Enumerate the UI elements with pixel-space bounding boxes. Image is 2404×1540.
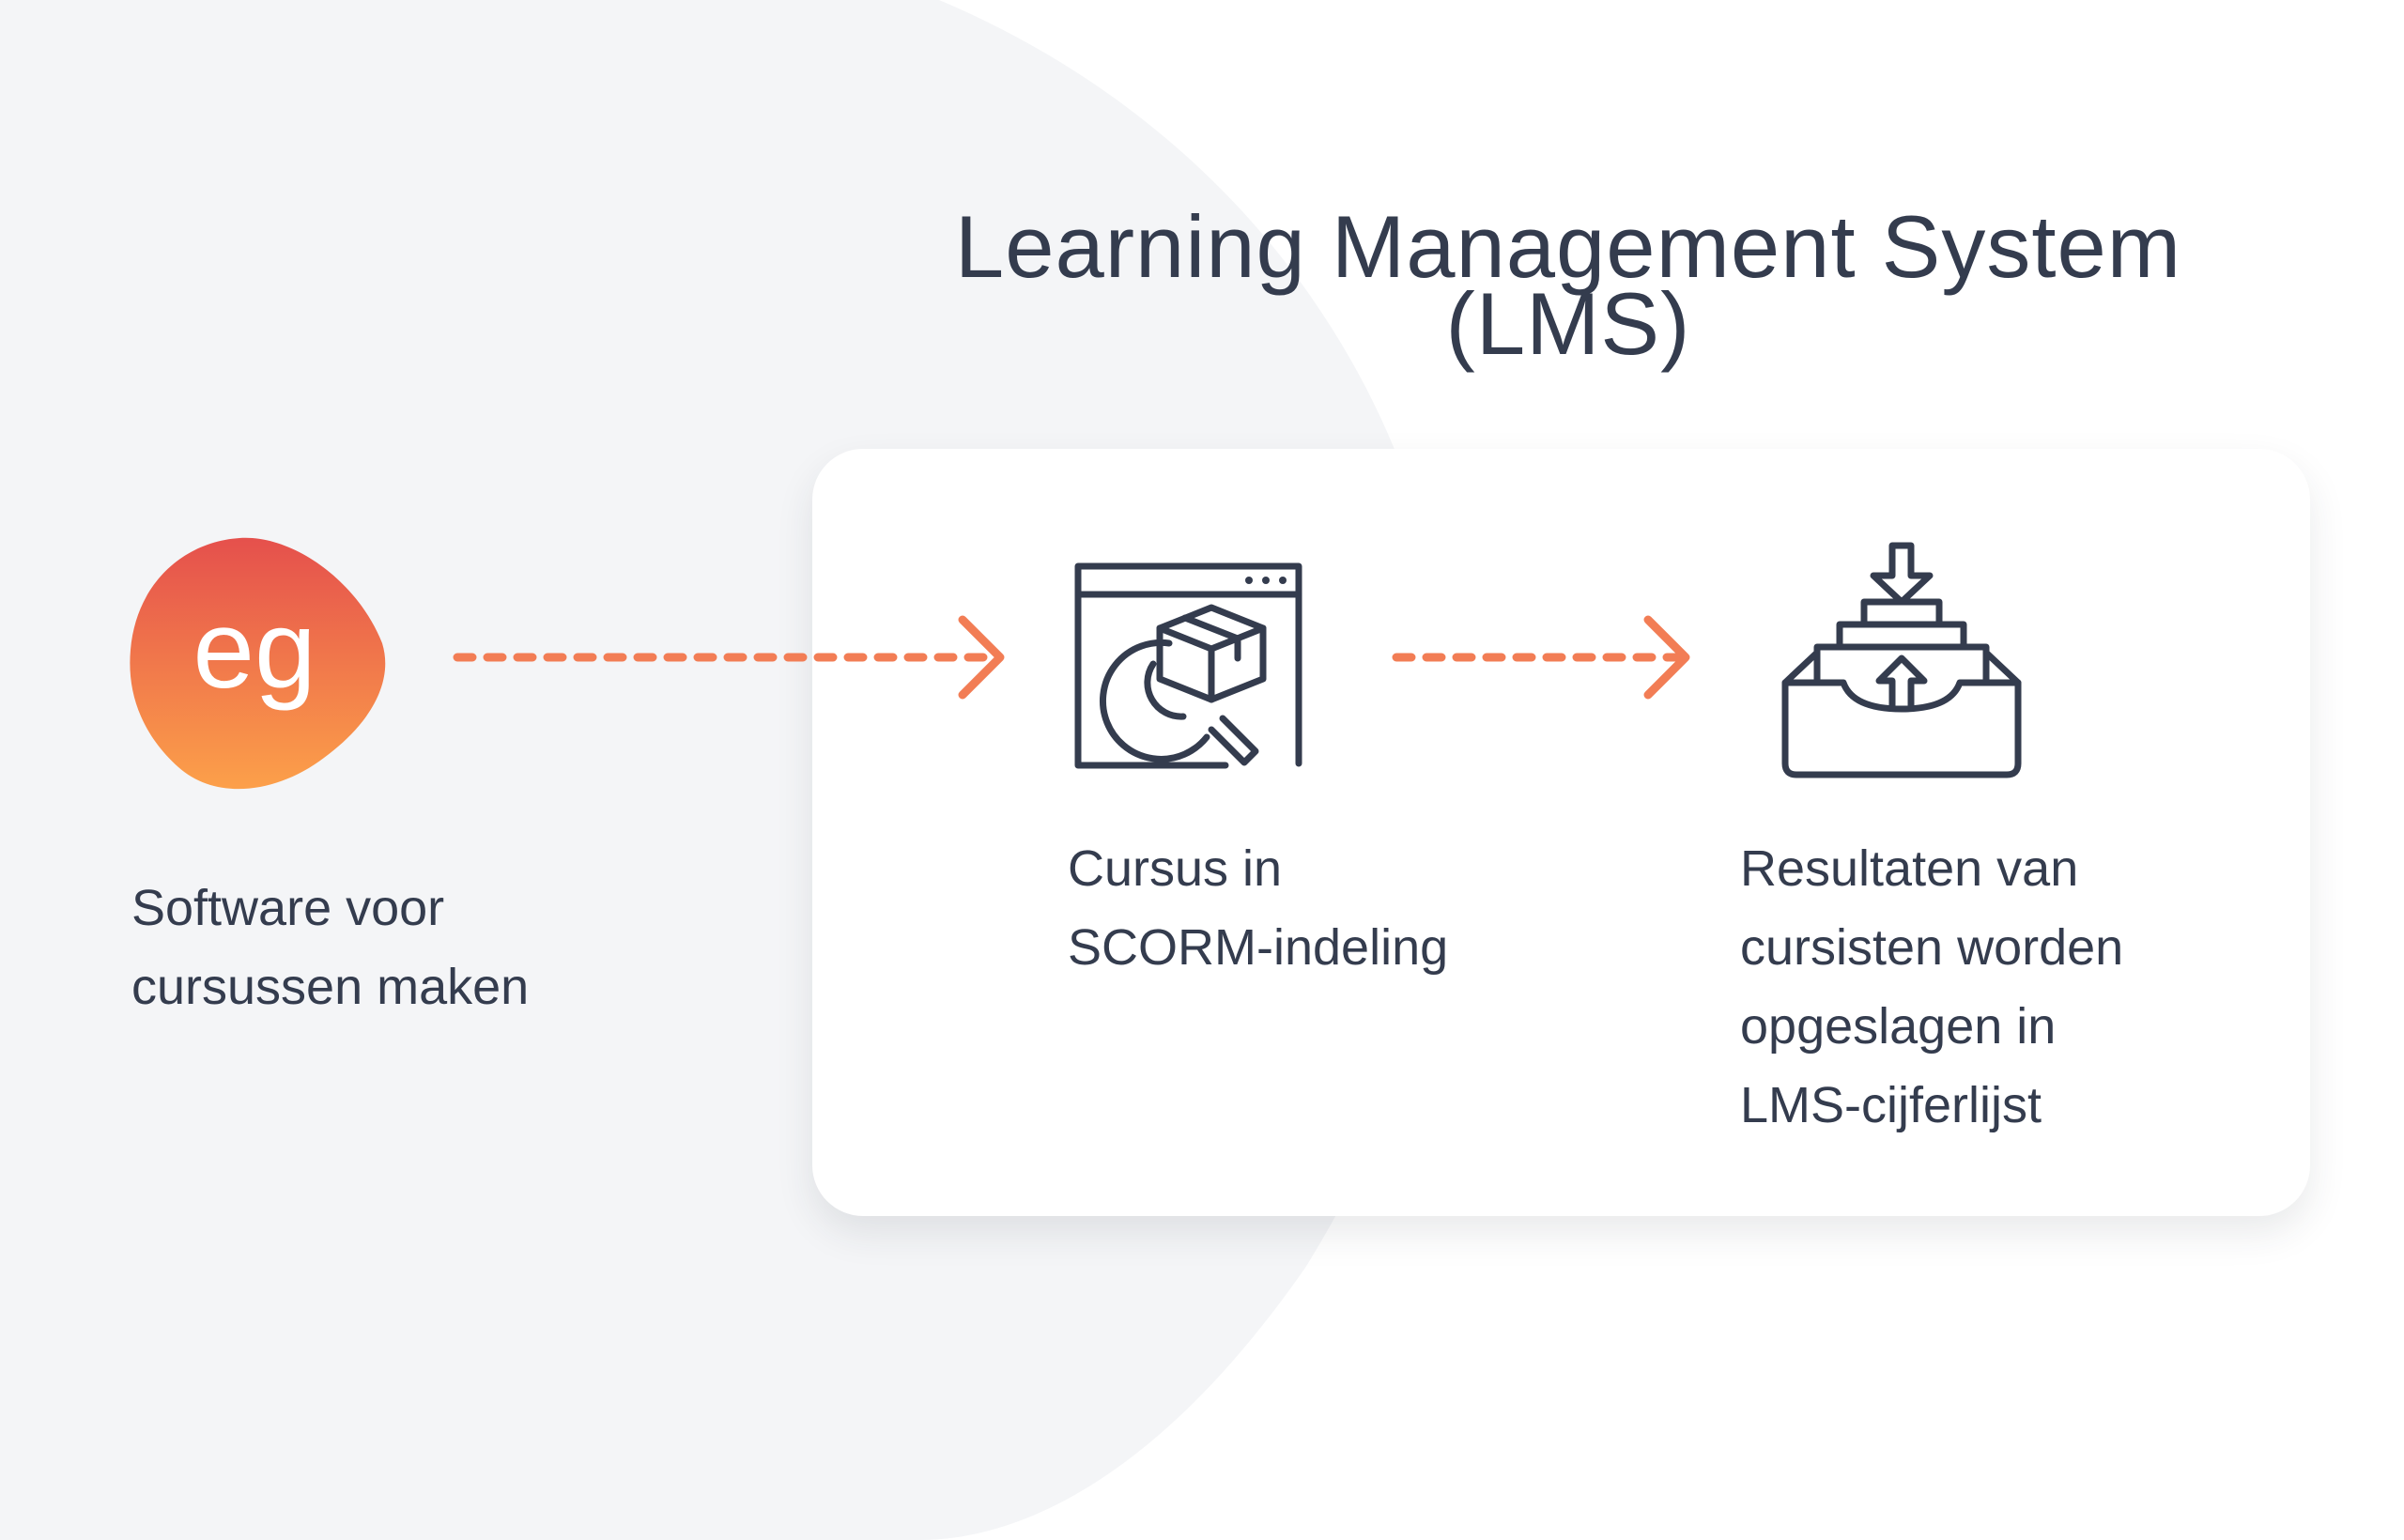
caption-line: cursisten worden (1740, 919, 2124, 976)
title-line-2: (LMS) (1445, 274, 1691, 373)
caption-line: Cursus in (1068, 840, 1283, 897)
dashed-arrow-right-icon (1392, 615, 1690, 700)
logo-text: eg (193, 588, 316, 712)
lms-card (812, 449, 2310, 1216)
step-caption-software: Software voor cursussen maken (131, 869, 529, 1026)
step-caption-scorm: Cursus in SCORM-indeling (1068, 829, 1448, 987)
caption-line: LMS-cijferlijst (1740, 1077, 2042, 1133)
course-package-search-icon (1074, 562, 1302, 769)
caption-line: cursussen maken (131, 959, 530, 1015)
page-title: Learning Management System (LMS) (930, 197, 2207, 373)
inbox-tray-icon (1781, 542, 2022, 778)
title-line-1: Learning Management System (954, 197, 2182, 296)
eg-logo: eg (130, 537, 386, 790)
caption-line: Resultaten van (1740, 840, 2079, 897)
caption-line: Software voor (131, 880, 445, 936)
dashed-arrow-right-icon (453, 615, 1005, 700)
step-caption-results: Resultaten van cursisten worden opgeslag… (1740, 829, 2123, 1145)
caption-line: SCORM-indeling (1068, 919, 1449, 976)
caption-line: opgeslagen in (1740, 998, 2057, 1055)
